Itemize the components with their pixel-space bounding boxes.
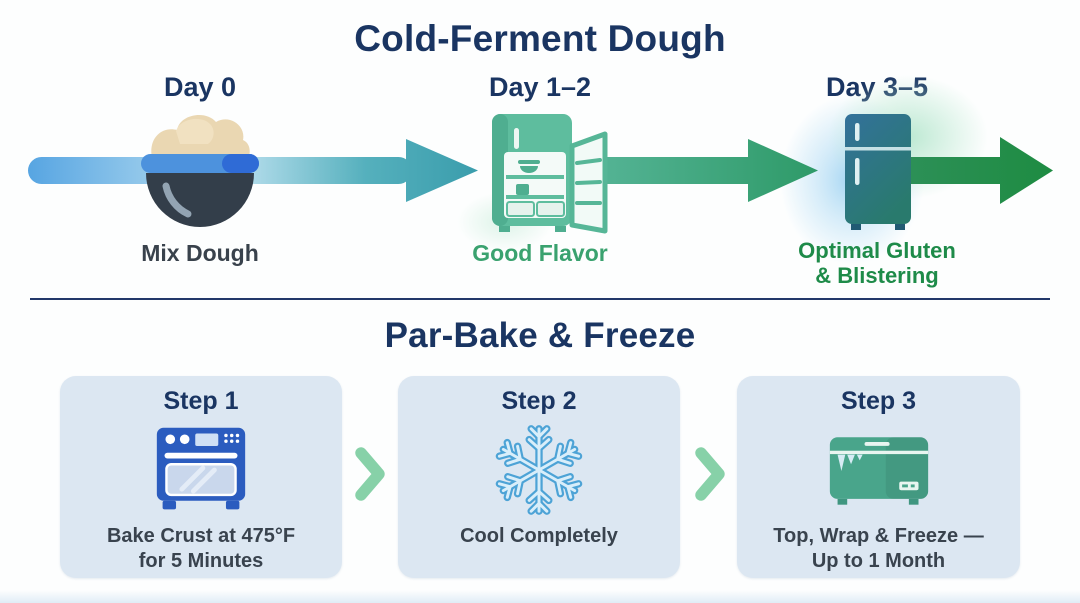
step-3-title: Step 3 <box>840 387 917 415</box>
fridge-closed-icon <box>845 114 911 230</box>
step-1-icon-box <box>153 419 249 521</box>
chevron-right-icon <box>695 447 725 501</box>
stage-label-mix-dough: Mix Dough <box>141 240 259 266</box>
step-3-caption: Top, Wrap & Freeze — Up to 1 Month <box>773 525 984 572</box>
step-3-icon-box <box>826 419 932 521</box>
step-1-title: Step 1 <box>163 387 239 415</box>
step-2-card: Step 2 <box>398 376 680 578</box>
section-divider <box>30 298 1050 300</box>
stage-label-optimal-gluten: Optimal Gluten & Blistering <box>798 238 956 289</box>
bottom-wash <box>0 590 1080 603</box>
step-2-icon-box <box>489 419 589 521</box>
day-0-label: Day 0 <box>163 72 237 102</box>
step-3-card: Step 3 Top, Wrap & Freeze — Up to 1 Mont <box>737 376 1020 578</box>
snowflake-icon <box>489 419 589 521</box>
step-1-card: Step 1 Bake Crust at 475°F for 5 Minutes <box>60 376 342 578</box>
arrow-segment-3 <box>900 137 1053 204</box>
ferment-timeline-graphic <box>28 75 1053 265</box>
chevron-right-icon <box>355 447 385 501</box>
arrow-segment-2 <box>585 139 818 202</box>
oven-icon <box>156 427 246 510</box>
step-1-caption: Bake Crust at 475°F for 5 Minutes <box>106 525 296 572</box>
cold-ferment-title: Cold-Ferment Dough <box>354 18 726 59</box>
parbake-title: Par-Bake & Freeze <box>384 316 696 355</box>
stage-label-good-flavor: Good Flavor <box>472 240 608 266</box>
chest-freezer-icon <box>829 437 928 505</box>
dough-bowl-icon <box>141 115 259 227</box>
step-2-title: Step 2 <box>501 387 577 415</box>
day-1-2-label: Day 1–2 <box>488 72 592 102</box>
fridge-open-icon <box>492 114 608 234</box>
step-2-caption: Cool Completely <box>460 525 618 547</box>
